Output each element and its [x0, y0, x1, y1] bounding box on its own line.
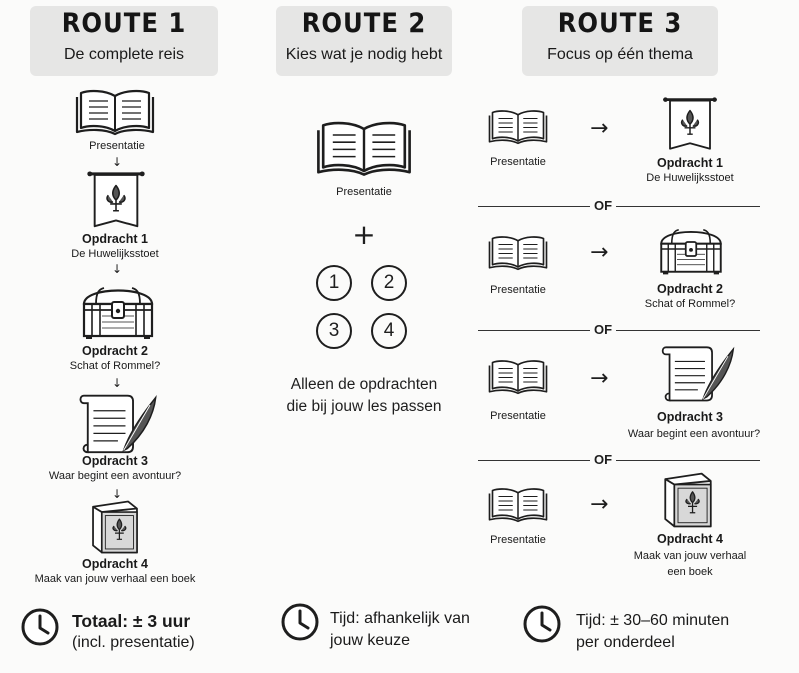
route-1-banner — [30, 6, 218, 76]
route-3-subtitle: Focus op één thema — [547, 46, 693, 63]
right-arrow-icon: → — [590, 366, 609, 391]
step-label: Opdracht 4 — [82, 557, 148, 571]
route-3-banner — [522, 6, 718, 76]
route-3-footer: Tijd: ± 30–60 minuten per onderdeel — [576, 610, 729, 654]
right-arrow-icon: → — [590, 492, 609, 517]
step-detail: De Huwelijksstoet — [71, 248, 159, 260]
closed-book-icon — [656, 470, 720, 530]
scroll-quill-icon — [654, 342, 740, 404]
row-detail: Maak van jouw verhaal — [633, 550, 747, 562]
route-2-note: Alleen de opdrachten die bij jouw les pa… — [272, 374, 456, 418]
book-icon — [75, 86, 155, 136]
row-title: Opdracht 1 — [657, 156, 723, 170]
step-label: Opdracht 3 — [82, 454, 148, 468]
total-time-note: (incl. presentatie) — [72, 634, 195, 651]
or-separator: OF — [590, 198, 617, 213]
separator-line — [478, 206, 760, 207]
step-detail: Maak van jouw verhaal een boek — [34, 573, 196, 585]
time-line-1: Tijd: ± 30–60 minuten — [576, 612, 730, 629]
route-1-title: ROUTE 1 — [61, 8, 187, 39]
step-label: Opdracht 1 — [82, 232, 148, 246]
book-icon — [488, 354, 548, 398]
separator-line — [478, 460, 760, 461]
presentation-label: Presentatie — [490, 156, 546, 168]
down-arrow-icon: ↓ — [111, 376, 123, 390]
row-detail: Waar begint een avontuur? — [627, 428, 761, 440]
route-3-title: ROUTE 3 — [557, 8, 683, 39]
or-separator: OF — [590, 322, 617, 337]
fleur-de-lis-banner-icon — [662, 96, 718, 156]
time-line-2: per onderdeel — [576, 634, 675, 651]
time-line-1: Tijd: afhankelijk van — [330, 610, 470, 627]
right-arrow-icon: → — [590, 116, 609, 141]
book-icon — [316, 116, 412, 178]
row-title: Opdracht 2 — [657, 282, 723, 296]
presentation-label: Presentatie — [490, 284, 546, 296]
route-2-subtitle: Kies wat je nodig hebt — [285, 46, 443, 63]
step-label: Presentatie — [89, 140, 145, 152]
down-arrow-icon: ↓ — [111, 262, 123, 276]
scroll-quill-icon — [72, 390, 162, 456]
presentation-label: Presentatie — [336, 186, 392, 198]
book-icon — [488, 104, 548, 148]
row-detail: een boek — [667, 566, 713, 578]
route-2-footer: Tijd: afhankelijk van jouw keuze — [330, 608, 470, 652]
step-detail: Waar begint een avontuur? — [48, 470, 182, 482]
right-arrow-icon: → — [590, 240, 609, 265]
down-arrow-icon: ↓ — [111, 155, 123, 169]
treasure-chest-icon — [78, 280, 158, 340]
row-title: Opdracht 3 — [657, 410, 723, 424]
presentation-label: Presentatie — [490, 410, 546, 422]
down-arrow-icon: ↓ — [111, 487, 123, 501]
separator-line — [478, 330, 760, 331]
plus-sign: + — [352, 218, 376, 251]
route-1-subtitle: De complete reis — [63, 46, 185, 63]
or-separator: OF — [590, 452, 617, 467]
note-line-1: Alleen de opdrachten — [290, 376, 438, 393]
clock-icon — [522, 604, 562, 644]
treasure-chest-icon — [656, 222, 726, 276]
step-label: Opdracht 2 — [82, 344, 148, 358]
closed-book-icon — [82, 498, 148, 556]
route-2-title: ROUTE 2 — [301, 8, 427, 39]
task-number-4: 4 — [371, 313, 407, 349]
task-number-2: 2 — [371, 265, 407, 301]
row-detail: De Huwelijksstoet — [646, 172, 734, 184]
row-title: Opdracht 4 — [657, 532, 723, 546]
book-icon — [488, 482, 548, 526]
book-icon — [488, 230, 548, 274]
route-1-footer: Totaal: ± 3 uur (incl. presentatie) — [72, 610, 195, 654]
step-detail: Schat of Rommel? — [69, 360, 161, 372]
clock-icon — [20, 607, 60, 647]
task-number-1: 1 — [316, 265, 352, 301]
note-line-2: die bij jouw les passen — [286, 398, 442, 415]
route-2-banner — [276, 6, 452, 76]
fleur-de-lis-banner-icon — [86, 170, 146, 234]
time-line-2: jouw keuze — [330, 632, 411, 649]
row-detail: Schat of Rommel? — [644, 298, 736, 310]
task-number-3: 3 — [316, 313, 352, 349]
total-time: Totaal: ± 3 uur — [72, 611, 191, 631]
clock-icon — [280, 602, 320, 642]
presentation-label: Presentatie — [490, 534, 546, 546]
